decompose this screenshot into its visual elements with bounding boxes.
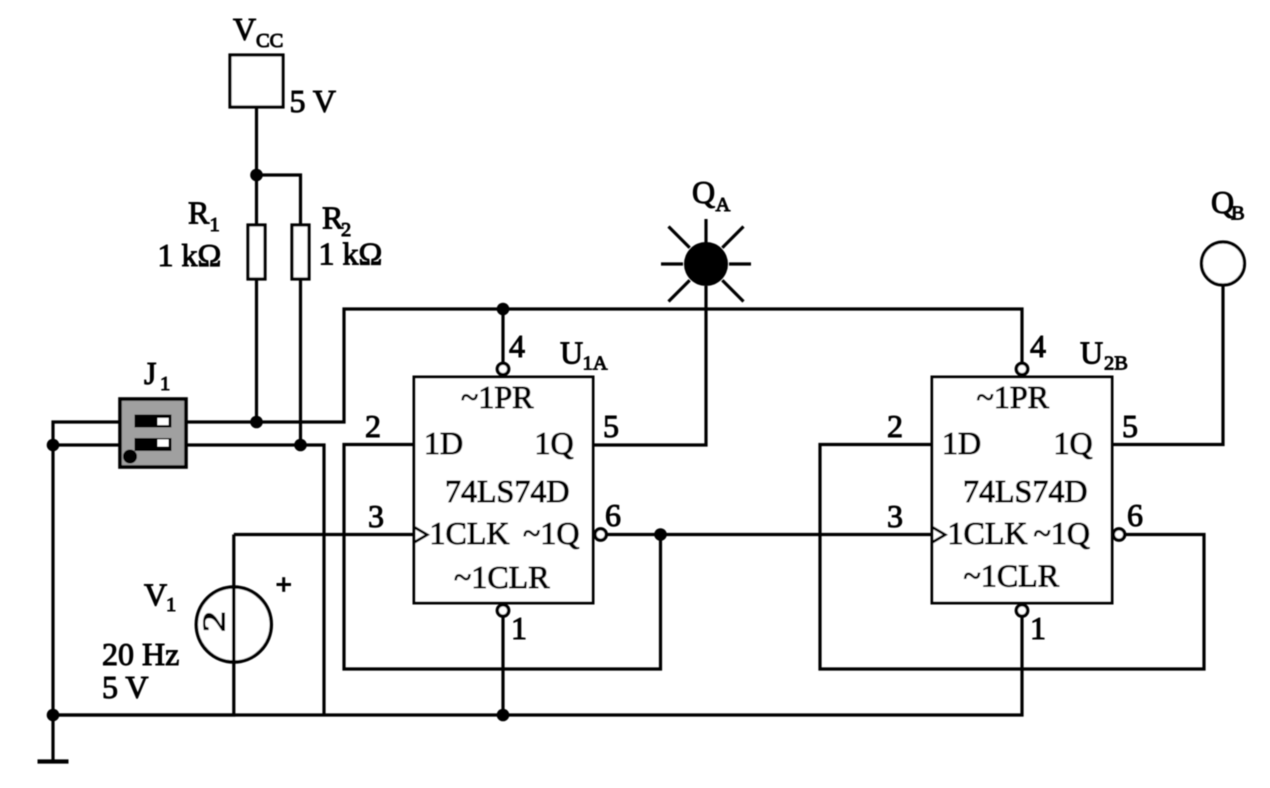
svg-text:2: 2 [196,611,232,633]
svg-text:J: J [144,355,156,391]
svg-text:6: 6 [605,497,621,533]
svg-text:1D: 1D [424,425,463,461]
svg-text:3: 3 [368,498,384,534]
svg-text:5 V: 5 V [102,669,149,705]
svg-text:~1PR: ~1PR [977,379,1050,415]
svg-text:5: 5 [603,408,619,444]
svg-text:6: 6 [1127,497,1143,533]
svg-text:A: A [716,194,731,216]
svg-text:CC: CC [256,30,283,52]
svg-text:1A: 1A [583,353,608,375]
svg-text:V: V [144,577,167,613]
svg-text:V: V [233,11,256,47]
svg-text:74LS74D: 74LS74D [963,473,1087,509]
svg-text:1Q: 1Q [535,425,574,461]
svg-text:1CLK: 1CLK [948,515,1028,551]
svg-text:1: 1 [166,594,176,616]
svg-text:R: R [322,200,344,236]
svg-text:1D: 1D [942,425,981,461]
svg-text:~1Q: ~1Q [523,515,579,551]
svg-text:1: 1 [160,373,170,395]
svg-text:2: 2 [365,408,381,444]
svg-text:20 Hz: 20 Hz [102,636,179,672]
svg-text:2: 2 [887,408,903,444]
svg-text:~1Q: ~1Q [1034,515,1090,551]
svg-text:4: 4 [1030,328,1046,364]
svg-text:Q: Q [692,174,715,210]
svg-text:~1PR: ~1PR [461,379,534,415]
svg-text:U: U [1080,335,1103,371]
svg-text:~1CLR: ~1CLR [964,558,1060,594]
svg-text:1 kΩ: 1 kΩ [158,237,222,273]
svg-text:1 kΩ: 1 kΩ [319,236,383,272]
svg-text:1: 1 [511,610,527,646]
svg-text:Q: Q [1211,184,1234,220]
svg-text:5: 5 [1122,408,1138,444]
svg-text:1: 1 [1030,610,1046,646]
svg-text:1Q: 1Q [1054,425,1093,461]
svg-text:4: 4 [509,328,525,364]
svg-text:~1CLR: ~1CLR [454,559,550,595]
svg-text:3: 3 [887,498,903,534]
svg-text:R: R [188,195,210,231]
svg-text:U: U [560,335,583,371]
svg-text:5 V: 5 V [290,83,337,119]
svg-text:2: 2 [341,219,351,241]
svg-text:2B: 2B [1104,353,1128,375]
svg-text:1CLK: 1CLK [430,515,510,551]
svg-text:B: B [1231,203,1245,225]
svg-text:74LS74D: 74LS74D [445,473,569,509]
svg-text:1: 1 [210,214,220,236]
